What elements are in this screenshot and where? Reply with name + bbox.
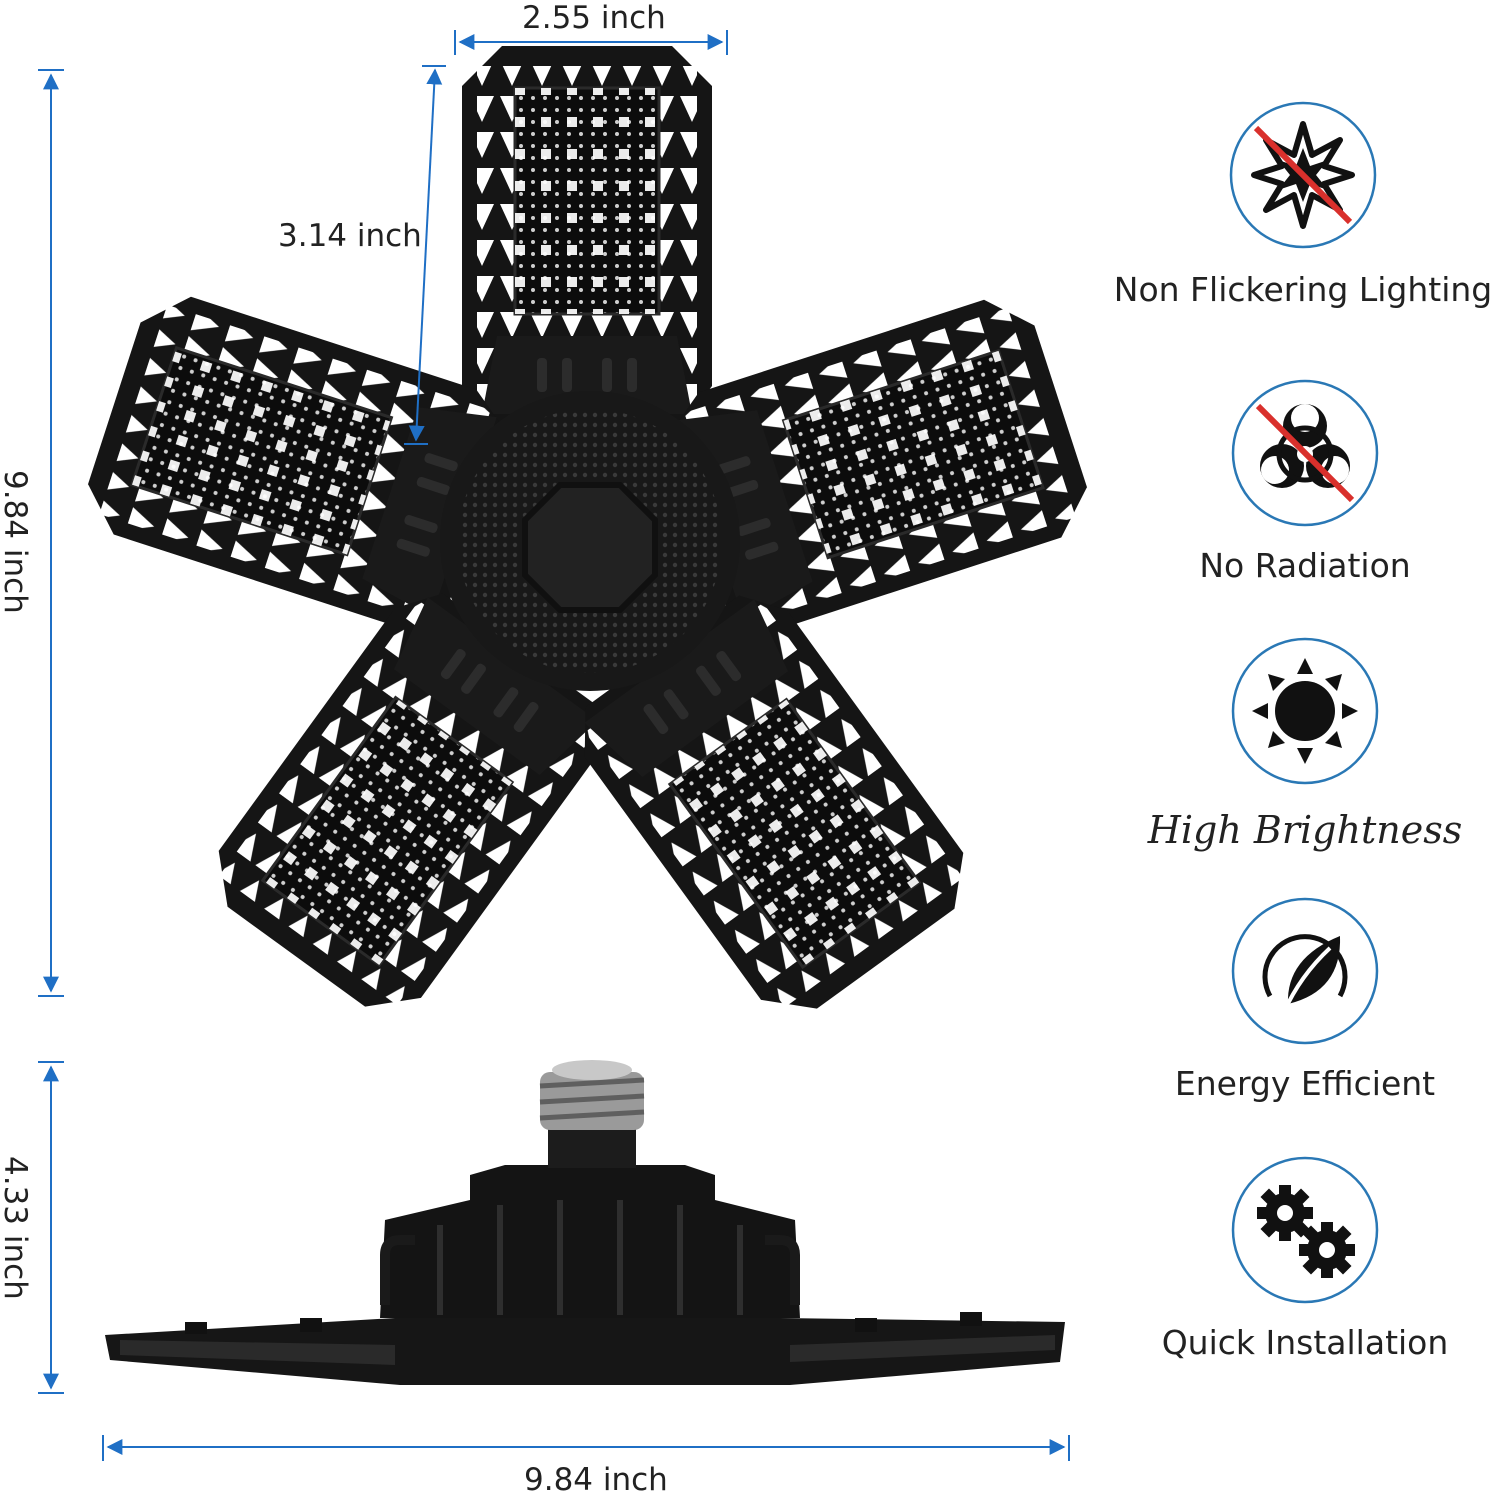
feature-non-flickering: Non Flickering Lighting <box>1113 100 1492 309</box>
feature-label: No Radiation <box>1199 546 1411 585</box>
lamp-top-view <box>74 44 1101 1034</box>
leaf-icon <box>1231 897 1379 1045</box>
screw-base <box>539 1060 645 1130</box>
top-width-label: 2.55 inch <box>522 0 666 36</box>
feature-label: Energy Efficient <box>1174 1064 1436 1103</box>
feature-label: Non Flickering Lighting <box>1113 270 1492 309</box>
total-height-label: 9.84 inch <box>0 470 33 614</box>
feature-quick-installation: Quick Installation <box>1115 1155 1492 1362</box>
feature-label: High Brightness <box>1147 808 1463 852</box>
feature-label: Quick Installation <box>1161 1323 1449 1362</box>
side-height-label: 4.33 inch <box>0 1156 33 1300</box>
lamp-side-view <box>105 1060 1065 1385</box>
total-width-label: 9.84 inch <box>524 1462 668 1498</box>
feature-energy-efficient: Energy Efficient <box>1115 896 1492 1103</box>
feature-no-radiation: No Radiation <box>1115 378 1492 585</box>
gears-icon <box>1231 1156 1379 1304</box>
no-radiation-icon <box>1231 379 1379 527</box>
no-flicker-icon <box>1229 101 1377 249</box>
dimension-lines <box>38 30 1070 1461</box>
panel-length-label: 3.14 inch <box>278 218 422 254</box>
sun-icon <box>1231 637 1379 785</box>
feature-high-brightness: High Brightness <box>1115 636 1492 852</box>
